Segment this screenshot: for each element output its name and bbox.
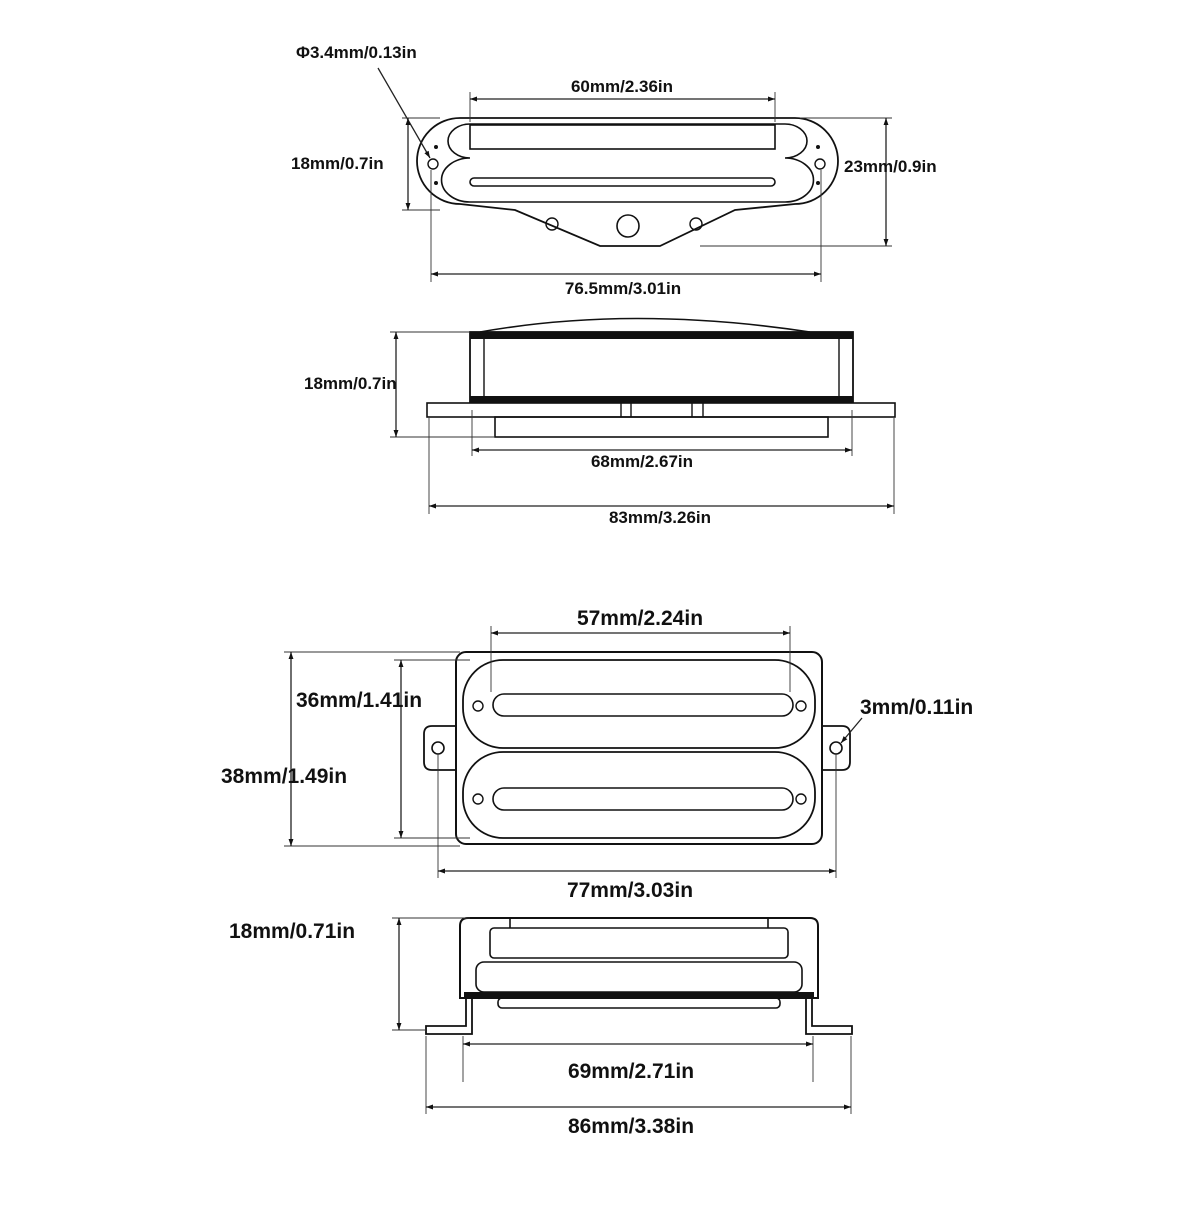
mount-spacing-label: 76.5mm/3.01in [565, 279, 681, 298]
side-total-length-label: 83mm/3.26in [609, 508, 711, 527]
humbucker-left-ear-hole [431, 741, 445, 755]
single-coil-side-top-curve [479, 317, 811, 333]
humbucker-coil-screw [795, 793, 807, 805]
single-coil-pin-dot [434, 181, 438, 185]
single-coil-outline [416, 117, 839, 247]
humbucker-side-lower-cover [475, 961, 803, 993]
single-coil-pin-dot [816, 181, 820, 185]
single-coil-bottom-hole [545, 217, 559, 231]
humbucker-upper-blade [492, 693, 794, 717]
humbucker-hole-diameter-leader [840, 717, 863, 744]
single-coil-side-view: 18mm/0.7in 68mm/2.67in 83mm/3.26in [304, 317, 896, 527]
hole-diameter-label: Φ3.4mm/0.13in [296, 43, 417, 62]
humbucker-lower-blade [492, 787, 794, 811]
humbucker-base-plate [455, 651, 823, 845]
humbucker-right-leg [805, 998, 853, 1035]
single-coil-side-under-body [494, 416, 829, 438]
blade-length-label: 60mm/2.36in [571, 77, 673, 96]
total-height-label: 23mm/0.9in [844, 157, 937, 176]
humbucker-side-base-band [464, 992, 814, 998]
humbucker-side-under-body [497, 997, 781, 1009]
humbucker-mount-spacing-label: 77mm/3.03in [567, 879, 693, 902]
single-coil-bottom-hole [689, 217, 703, 231]
single-coil-pin-dot [434, 145, 438, 149]
side-body-length-label: 68mm/2.67in [591, 452, 693, 471]
single-coil-upper-blade [469, 124, 776, 150]
single-coil-side-base-plate [426, 402, 896, 418]
humbucker-hole-diameter-label: 3mm/0.11in [860, 696, 973, 719]
hole-diameter-leader [377, 67, 431, 159]
humbucker-outer-width-label: 38mm/1.49in [221, 765, 347, 788]
humbucker-left-ear [423, 725, 456, 771]
single-coil-lower-blade [469, 177, 776, 187]
humbucker-lower-coil [462, 751, 816, 839]
humbucker-side-view: 18mm/0.71in 69mm/2.71in 86mm/3.38in [229, 917, 853, 1138]
single-coil-side-body [469, 331, 854, 403]
single-coil-right-mount-hole [814, 158, 826, 170]
humbucker-inner-width-label: 36mm/1.41in [296, 689, 422, 712]
humbucker-side-body-length-label: 69mm/2.71in [568, 1060, 694, 1083]
single-coil-center-hole [616, 214, 640, 238]
side-height-label: 18mm/0.7in [304, 374, 397, 393]
single-coil-side-top-band [470, 332, 853, 339]
single-coil-cover [440, 123, 815, 203]
humbucker-coil-screw [472, 700, 484, 712]
humbucker-blade-length-label: 57mm/2.24in [577, 607, 703, 630]
single-coil-top-view: 60mm/2.36in Φ3.4mm/0.13in 18mm/0.7in 23m… [291, 43, 937, 298]
single-coil-left-mount-hole [427, 158, 439, 170]
humbucker-right-ear [822, 725, 851, 771]
humbucker-right-ear-hole [829, 741, 843, 755]
humbucker-side-height-label: 18mm/0.71in [229, 920, 355, 943]
humbucker-upper-coil [462, 659, 816, 749]
humbucker-left-leg [425, 998, 473, 1035]
humbucker-side-total-length-label: 86mm/3.38in [568, 1115, 694, 1138]
humbucker-top-view: 57mm/2.24in 36mm/1.41in 38mm/1.49in 3mm/… [221, 607, 973, 902]
single-coil-pin-dot [816, 145, 820, 149]
humbucker-side-cover [489, 927, 789, 959]
humbucker-coil-screw [472, 793, 484, 805]
humbucker-coil-screw [795, 700, 807, 712]
single-coil-side-bottom-band [470, 396, 853, 403]
coil-height-label: 18mm/0.7in [291, 154, 384, 173]
humbucker-side-outline [459, 917, 819, 999]
